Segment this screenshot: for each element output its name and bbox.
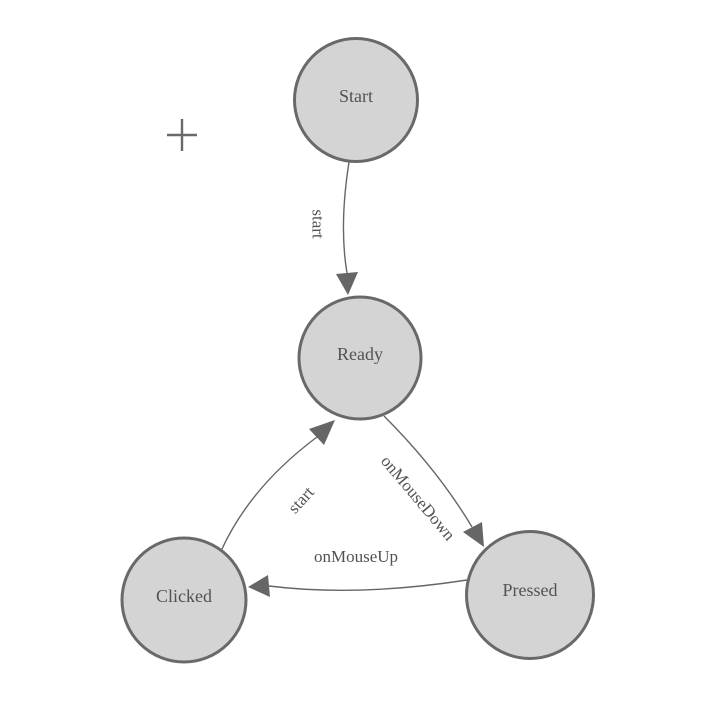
edge-line[interactable] (383, 415, 473, 528)
edge-label-ready-to-pressed: onMouseDown (377, 452, 459, 545)
edge-label-start-to-ready: start (309, 209, 328, 239)
edge-label-pressed-to-clicked: onMouseUp (314, 547, 398, 566)
edge-label-clicked-to-ready: start (284, 483, 318, 518)
state-circle[interactable] (293, 37, 419, 163)
edge-line[interactable] (220, 436, 318, 552)
edge-ready-to-pressed[interactable]: onMouseDown (377, 415, 484, 547)
state-label-ready: Ready (337, 344, 383, 364)
edge-start-to-ready[interactable]: start (309, 161, 359, 295)
edge-line[interactable] (268, 579, 468, 592)
state-node-clicked[interactable]: Clicked (120, 536, 248, 664)
arrowhead-icon (309, 420, 335, 445)
edge-clicked-to-ready[interactable]: start (220, 420, 335, 552)
state-label-pressed: Pressed (503, 580, 558, 600)
state-label-clicked: Clicked (156, 586, 212, 606)
state-node-start[interactable]: Start (293, 37, 419, 163)
arrowhead-icon (336, 272, 358, 295)
state-circle[interactable] (120, 536, 248, 664)
state-label-start: Start (339, 86, 373, 106)
arrowhead-icon (463, 522, 484, 547)
edge-pressed-to-clicked[interactable]: onMouseUp (248, 547, 468, 597)
state-node-pressed[interactable]: Pressed (465, 530, 595, 660)
crosshair-icon (167, 119, 197, 151)
arrowhead-icon (248, 575, 270, 597)
state-circle[interactable] (297, 295, 423, 421)
state-circle[interactable] (465, 530, 595, 660)
state-node-ready[interactable]: Ready (297, 295, 423, 421)
edge-line[interactable] (342, 161, 350, 274)
